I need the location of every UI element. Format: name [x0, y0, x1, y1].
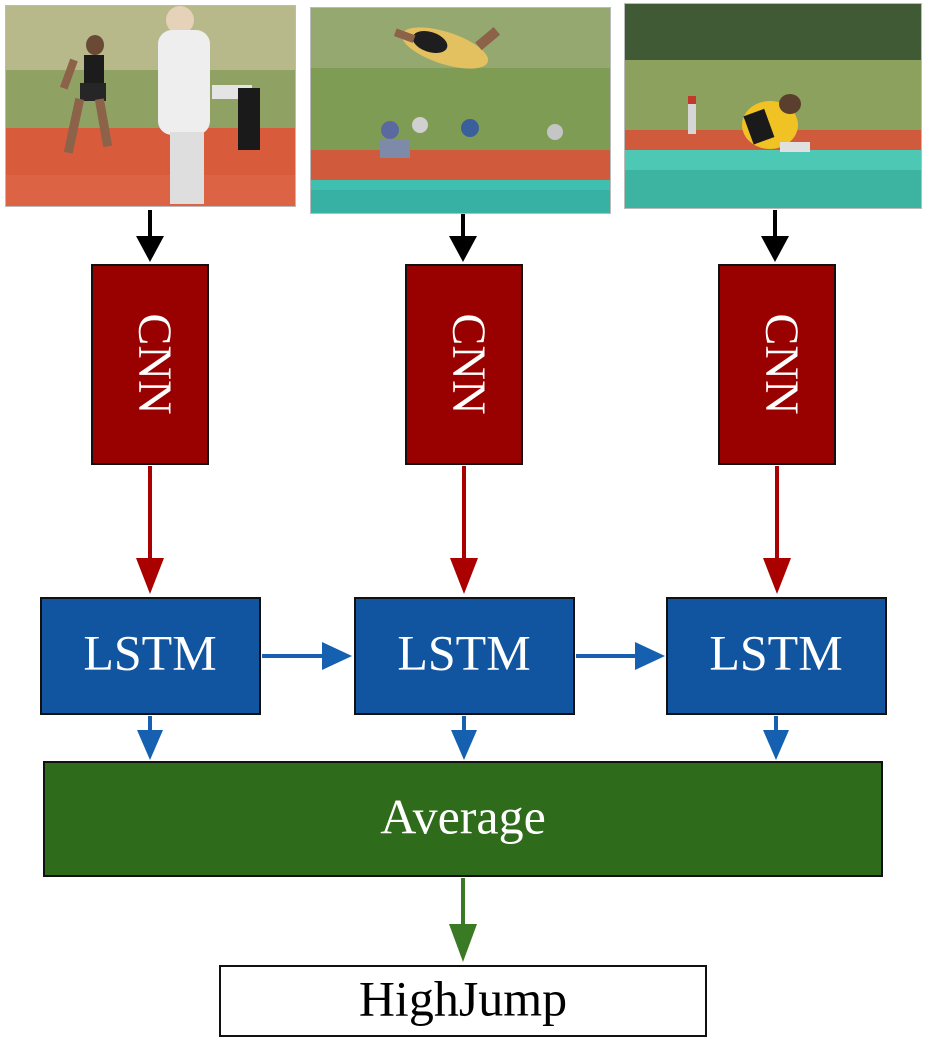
- cnn-block-3: CNN: [718, 264, 836, 465]
- frame-1-runup: [5, 5, 296, 207]
- lstm-label-2: LSTM: [397, 624, 530, 680]
- average-label: Average: [380, 788, 546, 844]
- average-block: Average: [43, 761, 883, 877]
- input-arrow-3: [761, 210, 789, 262]
- lstm-block-2: LSTM: [354, 597, 575, 715]
- input-arrow-1: [136, 210, 164, 262]
- cnn-block-2: CNN: [405, 264, 523, 465]
- lstm-arrow-1-to-2: [262, 642, 352, 670]
- lstm-down-arrow-1: [137, 716, 163, 760]
- cnn-label-3: CNN: [755, 313, 808, 414]
- lstm-down-arrow-3: [763, 716, 789, 760]
- frame-2-jump: [310, 7, 611, 214]
- output-box: HighJump: [219, 965, 707, 1037]
- input-arrow-2: [449, 214, 477, 262]
- cnn-label-2: CNN: [442, 313, 495, 414]
- frame-3-landing: [624, 3, 922, 209]
- average-to-output-arrow: [449, 878, 477, 962]
- cnn-arrow-2: [450, 466, 478, 594]
- lstm-arrow-2-to-3: [576, 642, 665, 670]
- cnn-label-1: CNN: [128, 313, 181, 414]
- cnn-to-lstm-arrows: [136, 466, 791, 594]
- output-label: HighJump: [359, 970, 567, 1026]
- lstm-label-1: LSTM: [83, 624, 216, 680]
- cnn-arrow-3: [763, 466, 791, 594]
- input-arrows: [136, 210, 789, 262]
- lstm-block-1: LSTM: [40, 597, 261, 715]
- cnn-arrow-1: [136, 466, 164, 594]
- cnn-block-1: CNN: [91, 264, 209, 465]
- lstm-to-average-arrows: [137, 716, 789, 760]
- lstm-recurrent-arrows: [262, 642, 665, 670]
- lstm-down-arrow-2: [451, 716, 477, 760]
- lstm-block-3: LSTM: [666, 597, 887, 715]
- lstm-label-3: LSTM: [709, 624, 842, 680]
